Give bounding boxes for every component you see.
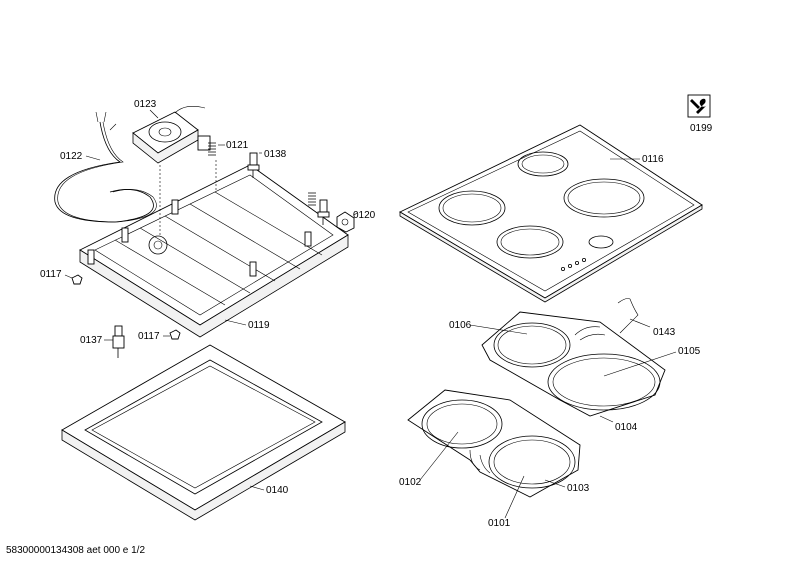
- glass-ceramic-cooktop: [399, 124, 703, 303]
- label-0101: 0101: [488, 518, 511, 529]
- housing-tray-0119: [79, 164, 349, 338]
- clip-0117a: [71, 274, 83, 285]
- mounting-frame-0140: [61, 344, 346, 521]
- label-0140: 0140: [266, 485, 289, 496]
- cooling-fan-0123: [132, 106, 211, 164]
- label-0137: 0137: [80, 335, 103, 346]
- pin-0138: [247, 152, 260, 178]
- service-tool-icon: [687, 94, 711, 118]
- label-0104: 0104: [615, 422, 638, 433]
- label-0123: 0123: [134, 99, 157, 110]
- label-0117-left: 0117: [40, 269, 62, 280]
- label-0121: 0121: [226, 140, 249, 151]
- label-0120: 0120: [353, 210, 376, 221]
- knob-0120: [336, 211, 355, 233]
- power-cable-0122: [54, 111, 157, 223]
- clip-0117b: [169, 329, 181, 340]
- wire-clip-0143: [617, 298, 639, 334]
- label-0122: 0122: [60, 151, 83, 162]
- spring-0121b: [308, 192, 316, 206]
- label-0199: 0199: [690, 123, 713, 134]
- label-0106: 0106: [449, 320, 472, 331]
- label-0138: 0138: [264, 149, 287, 160]
- label-0102: 0102: [399, 477, 422, 488]
- pin-0138b: [317, 199, 330, 225]
- spring-0121: [208, 142, 216, 156]
- label-0116: 0116: [642, 154, 664, 165]
- adjustable-foot-0137: [112, 325, 125, 358]
- label-0103: 0103: [567, 483, 590, 494]
- label-0105: 0105: [678, 346, 701, 357]
- label-0143: 0143: [653, 327, 676, 338]
- label-0117-right: 0117: [138, 331, 160, 342]
- label-0119: 0119: [248, 320, 270, 331]
- heating-element-tray-lower: [407, 389, 581, 498]
- heating-element-tray-0104: [481, 311, 666, 417]
- document-footer: 58300000134308 aet 000 e 1/2: [6, 545, 146, 556]
